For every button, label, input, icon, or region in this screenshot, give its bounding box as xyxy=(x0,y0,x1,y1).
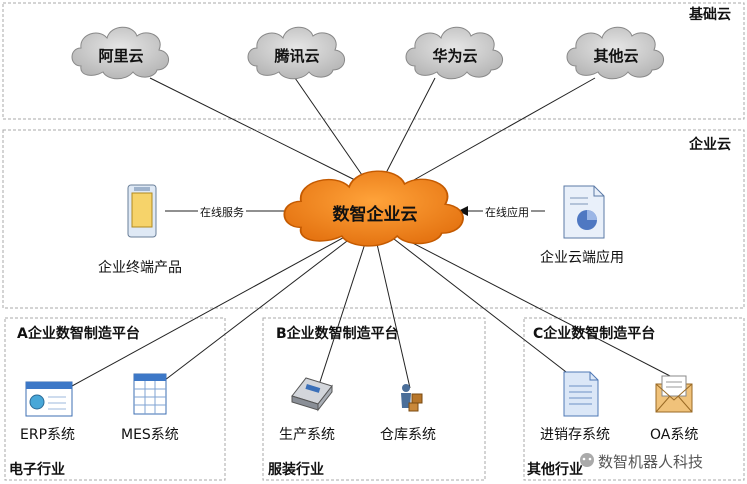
industry-c-label: 其他行业 xyxy=(527,462,583,478)
node-erp: ERP系统 xyxy=(20,427,76,443)
zone-enterprise xyxy=(2,129,745,309)
watermark-text: 数智机器人科技 xyxy=(598,453,704,471)
cloud-aliyun-shape xyxy=(71,26,169,80)
wechat-logo-icon xyxy=(580,453,594,467)
platform-c-title: C企业数智制造平台 xyxy=(533,326,656,342)
cloud-central-shape xyxy=(283,170,464,247)
browser-window-icon xyxy=(25,381,73,417)
industry-b-label: 服装行业 xyxy=(268,462,324,478)
node-warehouse: 仓库系统 xyxy=(380,427,436,443)
cloud-huawei-shape xyxy=(405,26,503,80)
zone-platform-a xyxy=(4,317,226,481)
cloud-aliyun: 阿里云 xyxy=(98,47,144,65)
platform-b-title: B企业数智制造平台 xyxy=(276,326,399,342)
envelope-icon xyxy=(655,375,693,413)
node-terminal-product: 企业终端产品 xyxy=(98,260,182,276)
edge-online-app: 在线应用 xyxy=(483,204,531,220)
node-oa: OA系统 xyxy=(650,427,699,443)
document-chart-icon xyxy=(563,185,605,239)
industry-a-label: 电子行业 xyxy=(9,462,65,478)
node-production: 生产系统 xyxy=(279,427,335,443)
cloud-other-shape xyxy=(566,26,664,80)
device-icon xyxy=(127,184,157,238)
edge-online-service: 在线服务 xyxy=(198,204,246,220)
node-inventory: 进销存系统 xyxy=(540,427,610,443)
zone-platform-b xyxy=(262,317,486,481)
arrow-head xyxy=(458,206,468,216)
production-device-icon xyxy=(291,377,333,412)
warehouse-worker-icon xyxy=(401,384,423,412)
zone-infra-title: 基础云 xyxy=(689,7,731,23)
spreadsheet-icon xyxy=(133,373,167,415)
zone-enterprise-title: 企业云 xyxy=(689,137,731,153)
node-cloud-app: 企业云端应用 xyxy=(540,250,624,266)
zone-platform-c xyxy=(523,317,745,481)
zone-infra xyxy=(2,2,745,120)
cloud-other: 其他云 xyxy=(593,47,639,65)
platform-a-title: A企业数智制造平台 xyxy=(17,326,140,342)
cloud-tencent-shape xyxy=(247,26,345,80)
node-mes: MES系统 xyxy=(121,427,179,443)
document-icon xyxy=(563,371,599,417)
cloud-huawei: 华为云 xyxy=(432,47,478,65)
cloud-tencent: 腾讯云 xyxy=(274,47,320,65)
cloud-central: 数智企业云 xyxy=(332,205,418,225)
